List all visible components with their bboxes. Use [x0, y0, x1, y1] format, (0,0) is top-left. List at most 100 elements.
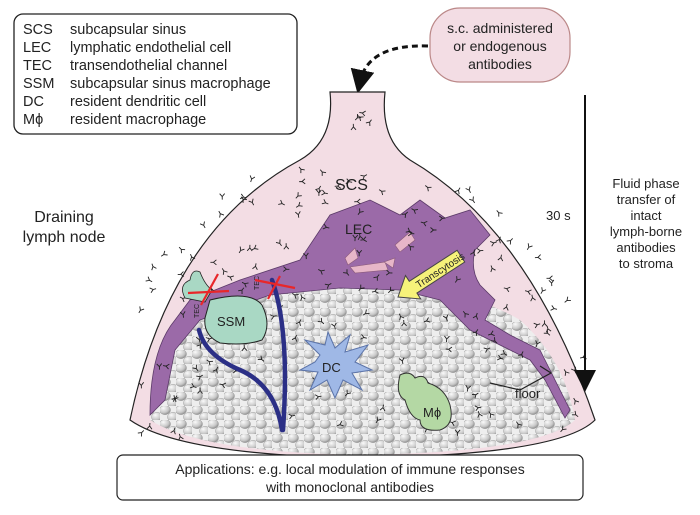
- blocked-marker: [187, 273, 296, 306]
- node-label: lymph node: [23, 229, 106, 246]
- antibody-icon: [524, 289, 532, 295]
- antibody-icon: [295, 319, 302, 327]
- antibody-icon: [257, 355, 265, 362]
- antibody-icon: [156, 363, 163, 370]
- antibody-icon: [503, 286, 511, 293]
- antibody-icon: [490, 241, 497, 247]
- antibody-icon: [354, 198, 361, 205]
- antibody-icon: [357, 208, 364, 215]
- antibody-icon: [212, 366, 219, 374]
- antibody-icon: [518, 351, 524, 358]
- antibody-icon: [548, 279, 555, 287]
- antibody-icon: [210, 259, 217, 266]
- antibody-icon: [177, 271, 185, 277]
- antibody-icon: [149, 287, 157, 293]
- antibody-icon: [334, 183, 342, 189]
- antibody-icon: [488, 330, 495, 336]
- antibody-icon: [196, 374, 203, 381]
- lec-vesicles: [344, 231, 416, 274]
- time-label: 30 s: [546, 208, 571, 223]
- antibody-icon: [283, 266, 290, 272]
- dashed-arrow: [350, 44, 429, 94]
- antibody-icon: [321, 199, 329, 205]
- antibody-icon: [137, 430, 145, 437]
- antibody-icon: [292, 293, 299, 299]
- antibody-icon: [219, 193, 225, 200]
- antibody-icon: [454, 276, 461, 283]
- antibody-icon: [205, 337, 213, 343]
- antibody-icon: [240, 196, 247, 203]
- side-note: Fluid phase: [612, 176, 679, 191]
- legend-desc: lymphatic endothelial cell: [70, 40, 231, 56]
- antibody-icon: [471, 392, 479, 399]
- antibody-icon: [189, 382, 197, 389]
- antibody-icon: [535, 340, 541, 347]
- legend-box: SCS subcapsular sinus LEC lymphatic endo…: [13, 13, 298, 135]
- antibody-icon: [192, 364, 199, 372]
- antibody-icon: [249, 175, 256, 183]
- antibody-icon: [324, 283, 332, 289]
- ssm-label: SSM: [217, 314, 245, 329]
- antibody-icon: [317, 317, 325, 325]
- antibody-icon: [196, 341, 203, 349]
- antibody-icon: [315, 185, 322, 193]
- antibody-icon: [331, 322, 337, 330]
- antibody-icon: [218, 210, 225, 218]
- antibody-icon: [138, 306, 145, 314]
- antibody-icon: [563, 369, 570, 376]
- antibody-icon: [206, 359, 214, 366]
- antibody-icon: [526, 243, 533, 251]
- legend-desc: resident dendritic cell: [70, 94, 206, 110]
- antibody-icon: [288, 413, 296, 420]
- antibody-icon: [516, 421, 522, 429]
- antibody-icon: [470, 249, 476, 257]
- antibody-icon: [303, 252, 309, 260]
- antibody-icon: [497, 254, 504, 262]
- antibody-icon: [322, 223, 330, 230]
- antibody-icon: [239, 193, 247, 200]
- antibody-icon: [472, 312, 479, 320]
- antibody-icon: [291, 334, 298, 342]
- applications-text: Applications: e.g. local modulation of i…: [175, 461, 524, 477]
- antibody-icon: [401, 319, 407, 327]
- antibody-source-box: s.c. administered or endogenous antibodi…: [429, 7, 571, 83]
- floor-label: floor: [515, 386, 541, 401]
- antibody-icon: [352, 234, 359, 242]
- ssm-cell: [204, 295, 268, 345]
- antibody-icon: [398, 357, 405, 365]
- antibody-icon: [490, 337, 498, 344]
- antibody-icon: [530, 294, 536, 302]
- antibody-icon: [350, 123, 357, 131]
- antibody-icon: [379, 404, 386, 412]
- antibody-icon: [423, 317, 431, 323]
- antibody-icon: [172, 395, 179, 402]
- antibody-icon: [424, 185, 432, 192]
- antibody-icon: [344, 389, 352, 397]
- dc-label: DC: [322, 360, 341, 375]
- antibody-icon: [454, 187, 461, 195]
- antibody-icon: [219, 382, 227, 389]
- antibody-icon: [241, 281, 249, 288]
- tec-label: TEC: [194, 304, 201, 318]
- antibody-icon: [251, 244, 259, 251]
- antibody-icon: [199, 221, 206, 229]
- antibody-icon: [345, 178, 353, 184]
- antibody-icon: [314, 394, 322, 400]
- antibody-icon: [378, 189, 386, 196]
- antibody-icon: [343, 269, 350, 276]
- antibody-icon: [362, 309, 370, 316]
- antibody-icon: [401, 211, 409, 218]
- antibody-icon: [356, 249, 363, 257]
- antibody-icon: [221, 268, 228, 275]
- antibody-icon: [533, 322, 541, 329]
- source-text: s.c. administered: [447, 20, 553, 36]
- antibody-icon: [387, 286, 395, 294]
- antibody-icon: [375, 416, 382, 424]
- antibody-icon: [151, 263, 157, 271]
- antibody-icon: [298, 166, 305, 174]
- antibody-icon: [283, 243, 290, 250]
- source-text: or endogenous: [453, 38, 546, 54]
- antibody-icon: [462, 310, 470, 318]
- antibody-icon: [476, 248, 484, 254]
